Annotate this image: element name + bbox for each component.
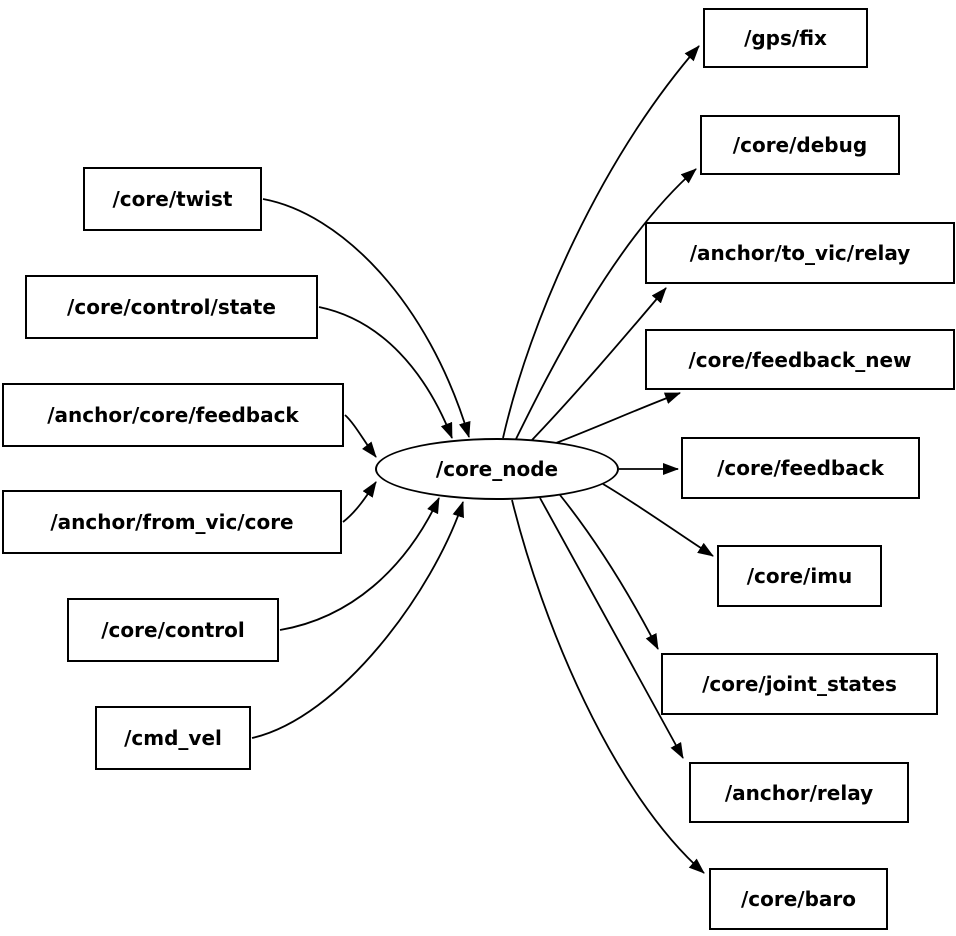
output-topic-node-core-feedback: /core/feedback <box>681 437 920 499</box>
output-topic-node-gps-fix: /gps/fix <box>703 8 868 68</box>
edge-core-node-to-core-feedback-new <box>555 392 681 444</box>
edge-anchor-core-feedback-to-core-node <box>344 414 377 458</box>
edge-core-node-to-core-joint-states <box>559 494 659 650</box>
output-topic-node-anchor-to-vic-relay: /anchor/to_vic/relay <box>645 222 955 284</box>
edge-core-node-to-core-debug <box>515 168 697 440</box>
input-topic-node-core-control-state: /core/control/state <box>25 275 318 339</box>
input-topic-node-core-twist: /core/twist <box>83 167 262 231</box>
edge-core-node-to-anchor-to-vic-relay <box>531 287 667 441</box>
edge-core-control-to-core-node <box>279 497 440 631</box>
edge-paths-group <box>251 45 714 874</box>
output-topic-node-core-imu: /core/imu <box>717 545 882 607</box>
edge-core-node-to-anchor-relay <box>539 497 684 759</box>
input-topic-node-core-control: /core/control <box>67 598 279 662</box>
output-topic-node-core-debug: /core/debug <box>700 115 900 175</box>
edge-core-node-to-core-imu <box>602 483 714 557</box>
edge-core-twist-to-core-node <box>262 198 471 438</box>
output-topic-node-core-feedback-new: /core/feedback_new <box>645 329 955 390</box>
input-topic-node-anchor-from-vic-core: /anchor/from_vic/core <box>2 490 342 554</box>
output-topic-node-core-joint-states: /core/joint_states <box>661 653 938 715</box>
edge-cmd-vel-to-core-node <box>251 501 464 739</box>
node-core-node: /core_node <box>375 438 619 500</box>
input-topic-node-anchor-core-feedback: /anchor/core/feedback <box>2 383 344 447</box>
edge-anchor-from-vic-core-to-core-node <box>342 481 377 523</box>
edge-core-control-state-to-core-node <box>318 306 453 439</box>
output-topic-node-anchor-relay: /anchor/relay <box>689 762 909 823</box>
input-topic-node-cmd-vel: /cmd_vel <box>95 706 251 770</box>
output-topic-node-core-baro: /core/baro <box>709 868 888 930</box>
edge-core-node-to-core-baro <box>511 499 705 874</box>
edge-core-node-to-gps-fix <box>502 45 700 439</box>
